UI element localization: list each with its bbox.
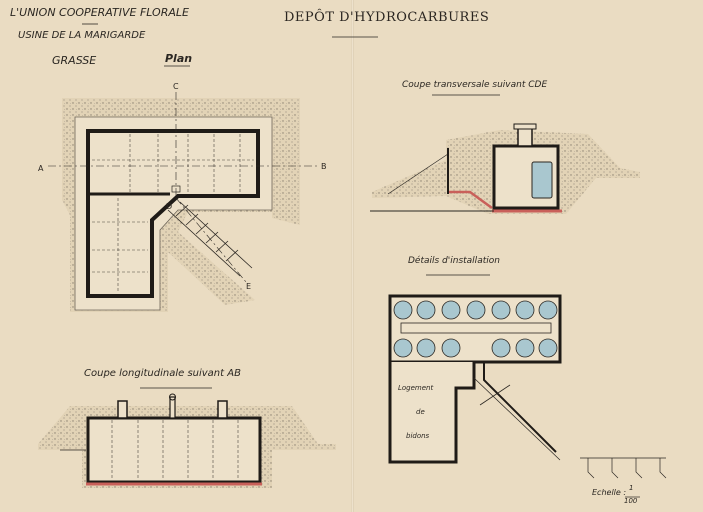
scale-label: Echelle :: [592, 488, 627, 497]
drum-storage: [388, 362, 476, 464]
vent-center: [169, 396, 176, 419]
marker-d: D: [166, 202, 172, 211]
tank-row-bottom: [393, 338, 558, 358]
storage-label-2: de: [416, 408, 425, 416]
vent-cap: [169, 393, 176, 401]
transversal-title: Coupe transversale suivant CDE: [402, 80, 548, 90]
longitudinal-section: [38, 393, 336, 488]
storage-label-3: bidons: [406, 432, 430, 440]
longitudinal-chamber: [86, 416, 262, 484]
transversal-vent: [517, 127, 533, 147]
plan-bays: [92, 134, 254, 292]
transversal-ramp: [448, 190, 493, 210]
vent-left: [117, 400, 128, 419]
details-title: Détails d'installation: [408, 256, 500, 266]
plan-slab: [74, 116, 273, 311]
marker-b: B: [321, 162, 327, 171]
marker-a: A: [38, 164, 44, 173]
plan-stair: [167, 201, 253, 277]
longitudinal-title: Coupe longitudinale suivant AB: [84, 368, 241, 379]
longitudinal-bays: [111, 420, 239, 480]
transversal-section: [370, 123, 640, 214]
page-title: DEPÔT D'HYDROCARBURES: [284, 10, 490, 25]
plan-view: [48, 92, 318, 312]
marker-c: C: [173, 82, 179, 91]
factory-name: USINE DE LA MARIGARDE: [18, 30, 146, 41]
storage-label-1: Logement: [398, 384, 434, 392]
plan-walls: [86, 129, 260, 298]
plan-label: Plan: [165, 52, 193, 65]
marker-e: E: [246, 282, 251, 291]
feed-pipe: [483, 362, 557, 453]
installation-details: [388, 294, 667, 479]
vent-right: [217, 400, 228, 419]
city-name: GRASSE: [52, 54, 97, 67]
transversal-tank: [531, 161, 553, 199]
tank-row-top: [393, 300, 558, 320]
page-fold: [351, 0, 354, 512]
company-name: L'UNION COOPERATIVE FLORALE: [10, 6, 189, 19]
plan-pit: [171, 185, 181, 193]
scale-denominator: 100: [624, 497, 638, 505]
tank-pipe: [400, 322, 552, 334]
collector: [580, 457, 667, 479]
scale-numerator: 1: [629, 484, 634, 492]
section-line-de: [175, 197, 247, 283]
